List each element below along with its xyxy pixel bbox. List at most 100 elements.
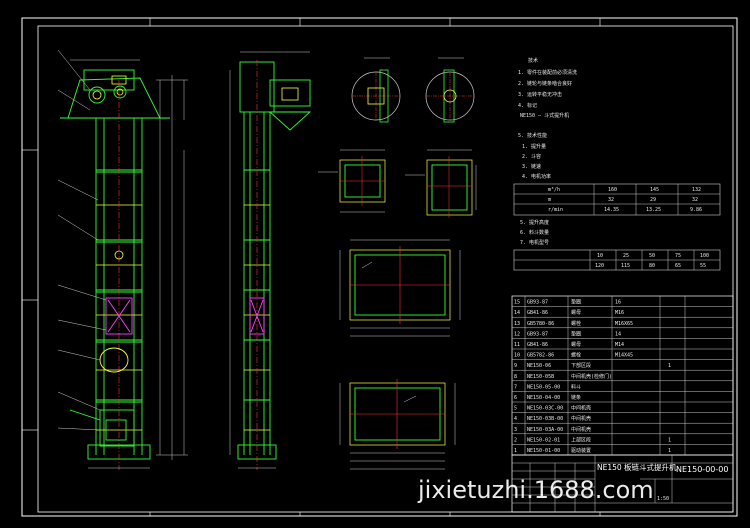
note-line: 6. 料斗数量 [520,229,549,236]
tech-req-line: NE150 — 斗式提升机 [520,112,569,119]
frame-zone-ticks [22,18,601,516]
performance-table-2: 10 25 50 75 100 120 115 80 65 55 [513,249,721,271]
table-cell: 10 [597,253,603,259]
parts-list-cell-qty: 1 [668,363,671,369]
table-cell: 50 [649,253,655,259]
tech-req-title: 技术 [528,57,538,64]
parts-list-cell-name: 中间机壳 [571,415,591,422]
parts-list-cell-no: 3 [514,427,517,433]
callout-leaders [57,49,107,431]
parts-list-cell-no: 12 [514,331,520,337]
parts-list-cell-no: 7 [514,384,517,390]
tech-req-line: 3. 链速 [522,163,541,170]
table-cell: 80 [649,263,655,269]
plan-view-upper [339,239,461,337]
parts-list-cell-no: 11 [514,342,520,348]
elevator-casing [87,118,151,460]
parts-list-cell-no: 4 [514,416,517,422]
table-cell: m³/h [548,187,560,193]
table-cell: 132 [692,187,701,193]
parts-list-cell-spec: M14X45 [615,353,633,359]
parts-list-cell-name: 驱动装置 [571,447,591,454]
table-cell: 14.35 [604,207,619,213]
parts-list-cell-no: 15 [514,300,520,306]
parts-list-cell-code: NE150-03A-00 [527,427,563,433]
table-cell: 100 [700,253,709,259]
parts-list-cell-code: NE150-05-00 [527,384,560,390]
parts-list-cell-code: GB93-87 [527,331,548,337]
parts-list-cell-no: 9 [514,363,517,369]
parts-list-cell-name: 中间机壳 [571,405,591,412]
parts-list-cell-qty: 1 [668,437,671,443]
parts-list-cell-spec: 14 [615,331,621,337]
parts-list-cell-code: NE150-05B [527,374,554,380]
parts-list-cell-code: GB93-87 [527,300,548,306]
parts-list-cell-name: 螺母 [571,341,581,348]
side-elevation-view [229,51,312,470]
table-cell: 145 [650,187,659,193]
side-dimensions [229,51,310,469]
parts-list-cell-code: GB5782-86 [527,353,554,359]
inner-frame [37,25,734,513]
parts-list-cell-name: 螺母 [571,309,581,316]
parts-list-cell-code: NE150-04-00 [527,395,560,401]
tech-req-line: 4. 电机功率 [522,173,551,180]
parts-list-cell-code: NE150-03B-00 [527,416,563,422]
section-view-1 [318,149,386,213]
parts-list-cell-no: 8 [514,374,517,380]
table-cell: 25 [623,253,629,259]
parts-list-cell-no: 10 [514,353,520,359]
title-block: NE150 板链斗式提升机 NE150-00-00 1:50 [511,454,734,513]
notes-2: 5. 提升高度 6. 料斗数量 7. 电机型号 [520,219,549,246]
tech-req-line: 2. 链轮与链条啮合良好 [518,80,572,87]
tech-req-line: 1. 零件在装配前必须清洗 [518,69,577,76]
parts-list-cell-spec: M14 [615,342,624,348]
parts-list-cell-no: 5 [514,406,517,412]
tech-req-line: 2. 斗容 [522,153,541,160]
parts-list-cell-no: 2 [514,437,517,443]
parts-list-cell-spec: M16 [615,310,624,316]
detail-circle-b [425,57,475,123]
drawing-scale: 1:50 [657,496,669,502]
parts-list-cell-code: NE150-06 [527,363,551,369]
table-cell: 65 [675,263,681,269]
parts-list-cell-name: 垫圈 [571,299,581,306]
inspection-door [105,297,133,335]
technical-requirements: 技术 1. 零件在装配前必须清洗 2. 链轮与链条啮合良好 3. 运转平稳无冲击… [518,57,577,180]
table-cell: 115 [621,263,630,269]
detail-circle-a [351,57,401,123]
tech-req-line: 5. 技术性能 [518,132,547,139]
parts-list-cell-no: 6 [514,395,517,401]
table-cell: m [548,197,551,203]
watermark-text: jixietuzhi.1688.com [417,476,654,504]
table-cell: 32 [692,197,698,203]
table-cell: r/min [548,207,563,213]
table-cell: 160 [608,187,617,193]
parts-list-cell-code: GB41-86 [527,310,548,316]
parts-list-cell-code: GB5780-86 [527,321,554,327]
parts-list-cell-spec: M16X65 [615,321,633,327]
performance-table: m³/h 160 145 132 m 32 29 32 r/min 14.35 … [513,183,721,216]
product-title: NE150 板链斗式提升机 [597,462,677,472]
table-cell: 29 [650,197,656,203]
tech-req-line: 4. 标记 [518,102,537,109]
tail-section [69,409,135,447]
table-cell: 13.25 [646,207,661,213]
parts-list-cell-name: 垫圈 [571,330,581,337]
note-line: 5. 提升高度 [520,219,549,226]
parts-list-cell-name: 料斗 [571,383,581,390]
parts-list-cell-code: NE150-01-00 [527,448,560,454]
tech-req-line: 1. 提升量 [522,143,546,150]
outer-frame [21,17,738,517]
parts-list-cell-code: NE150-03C-00 [527,406,563,412]
front-elevation-view [57,49,188,470]
parts-list-cell-name: 上部区段 [571,436,591,443]
parts-list-cell-no: 14 [514,310,520,316]
table-cell: 32 [608,197,614,203]
parts-list-cell-name: 链条 [571,394,581,401]
drawing-number: NE150-00-00 [676,465,728,474]
parts-list-cell-no: 1 [514,448,517,454]
table-cell: 75 [675,253,681,259]
section-view-2 [405,149,477,218]
